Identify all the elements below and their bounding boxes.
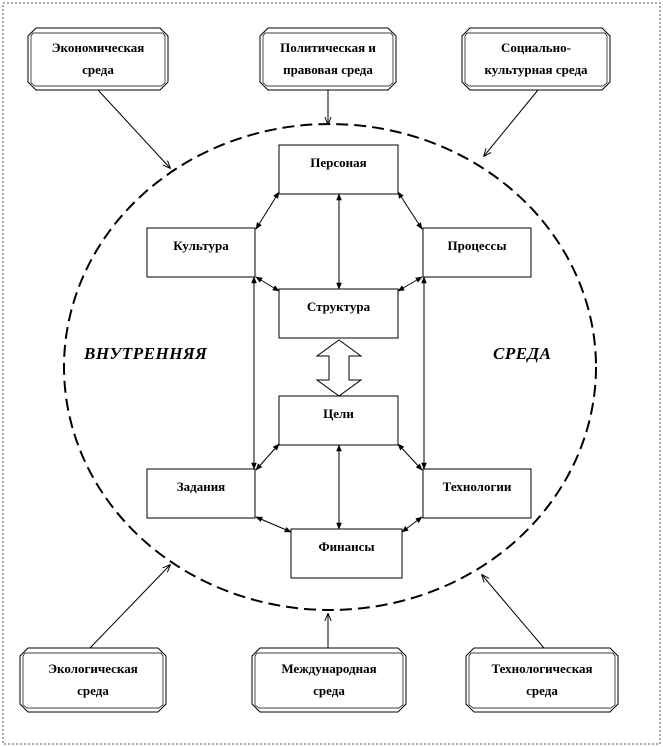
- arrow-ecological: [89, 565, 170, 649]
- label-structure: Структура: [306, 299, 371, 314]
- external-label-international: Международная среда: [281, 661, 377, 698]
- external-tag-economic: [27, 27, 169, 91]
- label-processes: Процессы: [447, 238, 507, 253]
- word-environment: СРЕДА: [493, 344, 552, 363]
- external-label-economic: Экономическая среда: [51, 40, 145, 77]
- box-structure: [278, 288, 399, 339]
- external-label-technological: Технологическая среда: [491, 661, 593, 698]
- external-tag-ecological: [19, 647, 167, 713]
- label-technologies: Технологии: [442, 479, 512, 494]
- box-finance: [290, 528, 403, 579]
- word-internal: ВНУТРЕННЯЯ: [84, 344, 208, 363]
- box-culture: [146, 227, 256, 278]
- external-tag-international: [251, 647, 407, 713]
- link-tasks-finance: [255, 516, 292, 533]
- label-goals: Цели: [323, 406, 354, 421]
- arrow-social: [484, 89, 539, 156]
- label-culture: Культура: [173, 238, 229, 253]
- box-processes: [422, 227, 532, 278]
- arrow-technological: [482, 575, 545, 649]
- external-tag-political: [259, 27, 397, 91]
- link-personnel-processes: [397, 191, 423, 230]
- label-tasks: Задания: [176, 479, 226, 494]
- arrow-economic: [97, 89, 170, 168]
- link-personnel-culture: [255, 191, 280, 230]
- structure-goals-block-arrow: [315, 339, 363, 397]
- external-label-social: Социально- культурная среда: [484, 40, 588, 77]
- link-processes-structure: [397, 276, 423, 292]
- label-finance: Финансы: [318, 539, 375, 554]
- label-personnel: Персоная: [310, 155, 367, 170]
- external-tag-technological: [465, 647, 619, 713]
- box-technologies: [422, 468, 532, 519]
- link-technologies-finance: [401, 516, 423, 533]
- link-goals-technologies: [397, 443, 423, 471]
- link-culture-structure: [255, 276, 280, 292]
- external-tag-social: [461, 27, 611, 91]
- link-goals-tasks: [255, 443, 280, 471]
- box-goals: [278, 395, 399, 446]
- external-label-ecological: Экологическая среда: [48, 661, 138, 698]
- box-tasks: [146, 468, 256, 519]
- external-label-political: Политическая и правовая среда: [280, 40, 376, 77]
